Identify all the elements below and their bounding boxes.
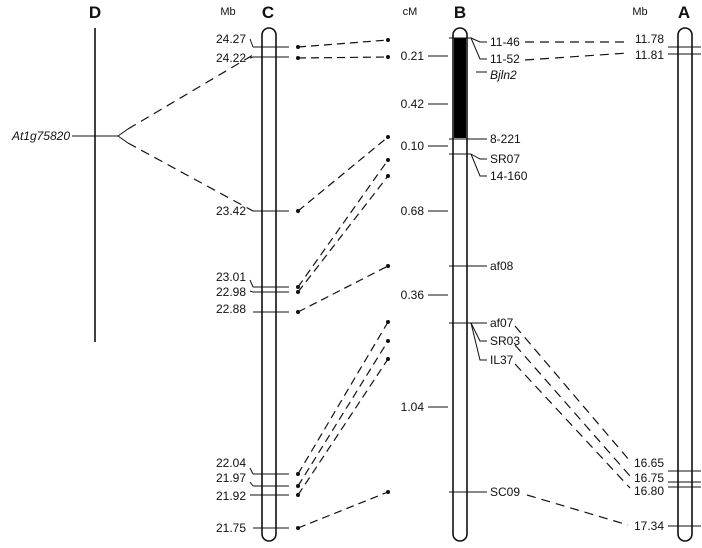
b-dist-0-10: 0.10	[401, 139, 425, 153]
b-marker-sc09: SC09	[490, 485, 520, 499]
c-pos-21-97: 21.97	[216, 471, 246, 485]
b-dist-0-68: 0.68	[401, 204, 425, 218]
b-marker-af08: af08	[490, 259, 514, 273]
b-marker-sr03: SR03	[490, 334, 520, 348]
b-marker-af07: af07	[490, 316, 514, 330]
a-pos-16-80: 16.80	[634, 484, 664, 498]
chromosome-c-ticks	[249, 38, 289, 529]
b-marker-il37: IL37	[490, 353, 514, 367]
c-to-b-dots	[296, 38, 390, 530]
b-dist-1-04: 1.04	[401, 400, 425, 414]
c-pos-24-27: 24.27	[216, 32, 246, 46]
a-pos-17-34: 17.34	[634, 519, 664, 533]
marker-d-fork	[117, 128, 129, 144]
chromosome-c-body	[261, 27, 277, 542]
chromosome-a-ticks	[668, 46, 701, 527]
a-pos-16-65: 16.65	[634, 456, 664, 470]
b-marker-8-221: 8-221	[490, 132, 521, 146]
b-marker-bjln2: Bjln2	[490, 68, 517, 82]
d-to-c-links	[127, 54, 254, 212]
b-marker-11-46: 11-46	[490, 35, 520, 49]
b-marker-ticks	[449, 37, 487, 493]
c-pos-22-88: 22.88	[216, 302, 246, 316]
a-pos-16-75: 16.75	[634, 471, 664, 485]
chromosome-b-body	[452, 27, 468, 542]
chromosome-b-unit: cM	[403, 6, 418, 18]
c-pos-22-98: 22.98	[216, 285, 246, 299]
a-pos-11-81: 11.81	[635, 48, 664, 62]
b-dist-0-42: 0.42	[401, 97, 425, 111]
c-pos-23-01: 23.01	[216, 270, 246, 284]
c-pos-24-22: 24.22	[216, 51, 246, 65]
b-dist-0-21: 0.21	[401, 49, 425, 63]
c-pos-21-75: 21.75	[216, 521, 246, 535]
chromosome-a-unit: Mb	[632, 6, 647, 18]
c-to-b-links	[297, 39, 389, 529]
chromosome-b-filled-region	[454, 38, 466, 138]
a-pos-11-78: 11.78	[635, 32, 664, 46]
chromosome-b-title: B	[454, 3, 466, 22]
b-marker-14-160: 14-160	[490, 169, 528, 183]
b-distance-ticks	[428, 55, 448, 408]
b-dist-0-36: 0.36	[401, 288, 425, 302]
b-marker-11-52: 11-52	[490, 52, 520, 66]
c-pos-23-42: 23.42	[216, 204, 246, 218]
chromosome-a-body	[677, 27, 693, 542]
b-marker-sr07: SR07	[490, 152, 520, 166]
c-pos-21-92: 21.92	[216, 489, 246, 503]
chromosome-c-title: C	[262, 3, 274, 22]
chromosome-c-unit: Mb	[220, 6, 235, 18]
chromosome-a-title: A	[678, 3, 690, 22]
c-pos-22-04: 22.04	[216, 456, 246, 470]
chromosome-d-title: D	[89, 3, 101, 22]
marker-at1g75820: At1g75820	[11, 129, 70, 143]
b-to-a-links	[514, 41, 631, 526]
